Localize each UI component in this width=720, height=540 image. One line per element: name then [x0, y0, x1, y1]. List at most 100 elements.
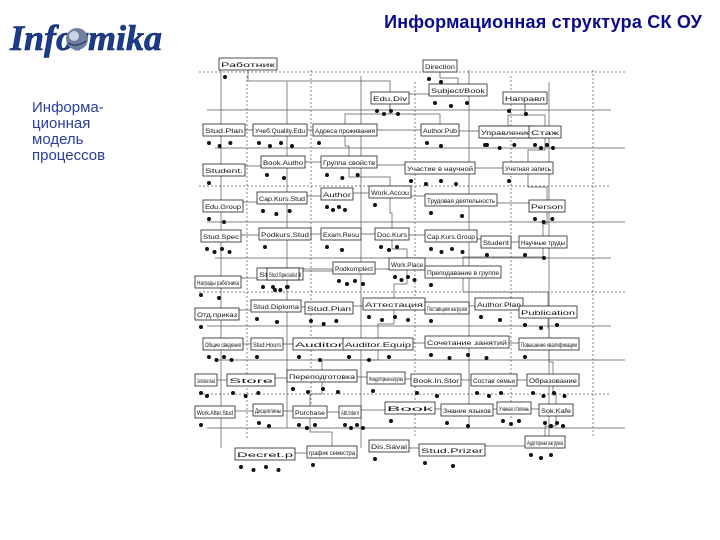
relation-endpoint [340, 248, 344, 252]
relation-line [462, 242, 544, 272]
entity-label: Work.After.Stud [197, 410, 233, 417]
relation-endpoint [406, 318, 410, 322]
relation-endpoint [223, 75, 227, 79]
relation-endpoint [317, 141, 321, 145]
relation-endpoint [529, 453, 533, 457]
relation-endpoint [389, 109, 393, 113]
relation-endpoint [412, 278, 417, 282]
entity-box: Stud.Spec [200, 229, 242, 254]
relation-endpoint [207, 355, 211, 359]
relation-endpoint [205, 247, 209, 251]
entity-label: Edu.Div [373, 96, 408, 103]
relation-line [462, 272, 549, 312]
entity-relationship-diagram: РаботникDirectionSubject/BookEdu.DivУпра… [194, 57, 625, 472]
relation-endpoint [541, 220, 546, 224]
relation-endpoint [207, 181, 211, 185]
entity-label: Work.Place [391, 262, 423, 269]
relation-endpoint [439, 179, 443, 183]
entity-box: Знание языков [440, 403, 494, 428]
entity-label: Doc.Kurs [377, 232, 408, 239]
entity-label: Повышение квалификации [521, 342, 577, 349]
entity-box: Аудиторная нагрузка [524, 435, 566, 460]
relation-endpoint [361, 426, 365, 430]
entity-label: Стаж [531, 130, 560, 137]
entity-label: Book.In.Stor [413, 378, 460, 385]
relation-endpoint [389, 419, 393, 423]
entity-box: Неаудиторная нагрузка [366, 371, 406, 393]
relation-endpoint [243, 394, 248, 398]
entity-label: график семестра [309, 450, 355, 457]
entity-box: Общие сведения [202, 337, 244, 362]
entity-label: Stud.Plan [307, 306, 352, 313]
relation-endpoint [543, 421, 547, 425]
entity-box: Author.Pub [420, 123, 460, 148]
entity-label: Decret.p [237, 452, 294, 459]
relation-line [348, 162, 391, 192]
side-label-line: Информа- [32, 99, 104, 116]
entity-box: Store [226, 373, 276, 398]
relation-endpoint [267, 424, 271, 428]
relation-endpoint [465, 101, 469, 105]
entity-label: Edu.Group [205, 204, 241, 211]
entity-label: Stud.Hours [253, 342, 282, 349]
relation-endpoint [325, 173, 329, 177]
entity-label: Podkurs.Stud [261, 232, 309, 239]
relation-endpoint [466, 424, 470, 428]
relation-endpoint [561, 424, 565, 428]
side-label-line: модель [32, 131, 84, 148]
relation-endpoint [212, 250, 217, 254]
entity-label: Cap.Kurs.Stud [259, 196, 305, 203]
relation-endpoint [393, 315, 397, 319]
relation-endpoint [485, 253, 489, 257]
relation-endpoint [217, 144, 222, 148]
entity-label: Podkomplect [335, 266, 373, 273]
entity-label: Заголовок плана [197, 378, 215, 385]
entity-box: Переподготовка [286, 369, 358, 394]
relation-endpoint [396, 112, 400, 116]
entity-box: Dis.Saval [368, 439, 410, 461]
entity-box: Группа свойств [320, 155, 378, 180]
entity-box: Преподавание в группе [424, 265, 502, 287]
relation-endpoint [533, 143, 537, 147]
relation-endpoint [228, 141, 233, 145]
informika-logo: Informika [9, 18, 163, 59]
relation-endpoint [427, 77, 431, 81]
entity-box: Награды работника [194, 275, 242, 300]
entity-label: Направл [505, 96, 545, 103]
entity-box: Edu.Div [370, 91, 410, 116]
entity-box: Exam.Resu [320, 227, 362, 252]
relation-endpoint [460, 250, 465, 254]
relation-endpoint [539, 326, 543, 330]
relation-endpoint [199, 391, 203, 395]
relation-endpoint [497, 146, 502, 150]
relation-endpoint [435, 394, 439, 398]
entity-label: Store [229, 378, 274, 385]
relation-endpoint [393, 275, 397, 279]
relation-endpoint [545, 143, 549, 147]
entity-label: Аттестация [365, 302, 424, 309]
entity-label: Book [387, 406, 435, 413]
entity-box: Адреса проживания [312, 123, 378, 145]
entity-label: Student. [205, 168, 243, 175]
entity-box: Аттестация [362, 297, 426, 322]
relation-endpoint [484, 356, 489, 360]
entity-box: Stud.Prizer [418, 443, 486, 468]
relation-endpoint [337, 279, 341, 283]
entity-label: Адреса проживания [315, 128, 375, 135]
entity-box: Doc.Kurs [374, 227, 410, 252]
relation-endpoint [539, 456, 543, 460]
relation-endpoint [331, 208, 335, 212]
relation-endpoint [255, 317, 259, 321]
relation-endpoint [555, 323, 559, 327]
relation-endpoint [291, 387, 295, 391]
relation-endpoint [423, 461, 427, 465]
relation-endpoint [373, 203, 377, 207]
relation-endpoint [429, 211, 433, 215]
relation-endpoint [551, 146, 555, 150]
relation-endpoint [429, 353, 433, 357]
entity-box: Abt.Intern [338, 405, 365, 430]
relation-endpoint [367, 315, 371, 319]
entity-box: Book [384, 401, 436, 423]
entity-box: Состав семьи [470, 373, 518, 398]
entity-box: Student. [202, 163, 246, 185]
